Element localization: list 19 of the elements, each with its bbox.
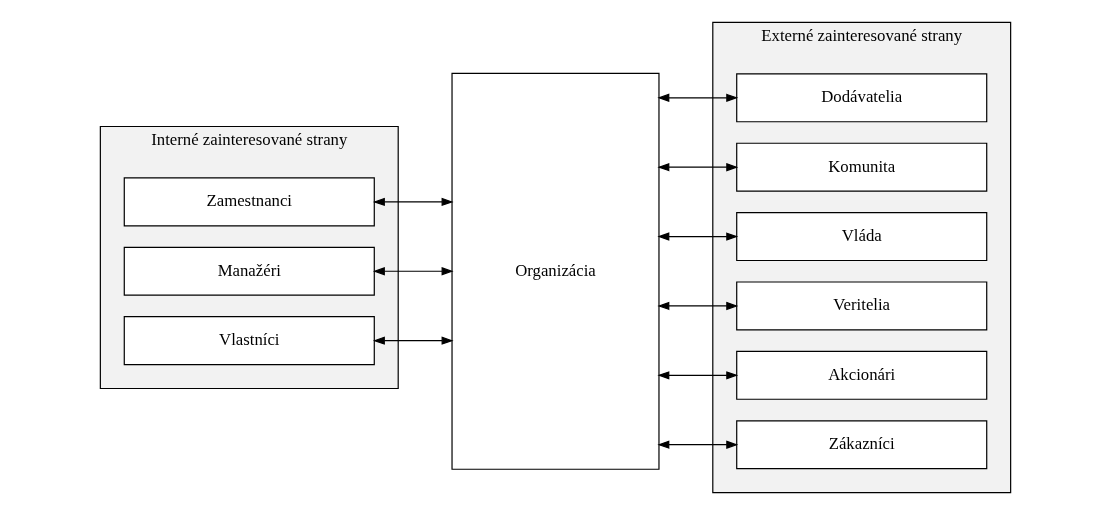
node-box: Vláda [736, 212, 988, 262]
node-box: Komunita [736, 142, 988, 192]
arrow [657, 301, 739, 311]
arrow [657, 163, 739, 172]
arrow [657, 440, 739, 449]
arrow [372, 197, 454, 207]
node-box: Zamestnanci [123, 177, 375, 227]
arrow [372, 336, 454, 345]
node-box: Organizácia [451, 72, 660, 470]
node-box: Dodávatelia [736, 73, 988, 123]
node-box: Akcionári [736, 350, 988, 400]
node-box: Manažéri [123, 246, 375, 296]
node-box: Zákazníci [736, 420, 988, 470]
arrow [657, 232, 739, 241]
arrow [657, 371, 739, 380]
node-box: Vlastníci [123, 316, 375, 366]
arrow [372, 267, 454, 276]
node-box: Veritelia [736, 281, 988, 331]
arrow [657, 93, 739, 102]
